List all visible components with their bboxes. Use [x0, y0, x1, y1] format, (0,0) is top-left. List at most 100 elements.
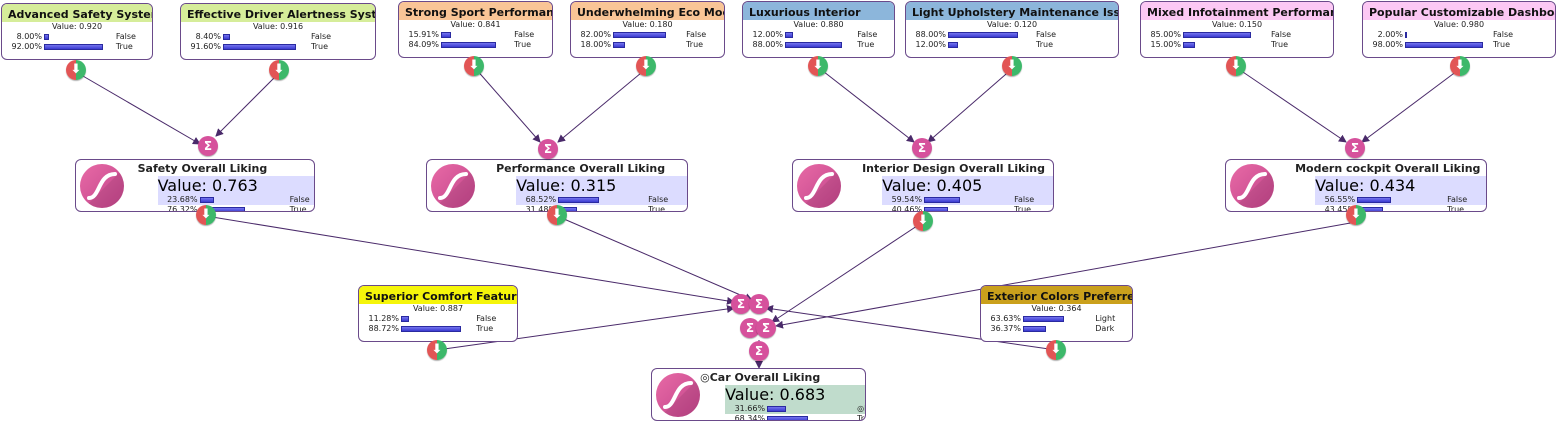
sum-operator-icon: Σ	[756, 318, 776, 338]
evidence-toggle[interactable]: ⬇	[269, 60, 289, 80]
probability-bar	[1183, 42, 1195, 48]
probability-percent: 23.68%	[167, 195, 198, 204]
evidence-toggle[interactable]: ⬇	[1450, 56, 1470, 76]
evidence-toggle[interactable]: ⬇	[636, 56, 656, 76]
sum-operator-icon: Σ	[198, 136, 218, 156]
node-value: Value: 0.434	[1315, 176, 1416, 195]
probability-row: 8.40%False	[181, 32, 375, 42]
node-title: Superior Comfort Features	[359, 286, 517, 304]
arrow-down-icon: ⬇	[273, 62, 285, 77]
probability-bar	[441, 32, 452, 38]
sigmoid-logo-icon	[1230, 164, 1274, 208]
sum-operator-icon: Σ	[731, 294, 751, 314]
state-label: True	[648, 205, 666, 212]
probability-bar	[1357, 197, 1391, 203]
probability-row: 59.54%False	[882, 195, 1053, 205]
probability-row: 11.28% False	[359, 314, 517, 324]
probability-bar	[948, 42, 958, 48]
wire	[215, 71, 281, 137]
probability-bar	[613, 42, 625, 48]
evidence-toggle[interactable]: ⬇	[913, 211, 933, 231]
arrow-down-icon: ⬇	[1050, 342, 1062, 357]
probability-percent: 82.00%	[580, 30, 611, 39]
probability-row: 76.32%True	[158, 205, 314, 211]
probability-percent: 36.37%	[990, 324, 1021, 333]
node-value: Value: 0.887	[359, 304, 517, 314]
node-value: Value: 0.980	[1363, 20, 1555, 30]
state-label: False	[289, 195, 310, 204]
evidence-toggle[interactable]: ⬇	[547, 205, 567, 225]
probability-row: 56.55%False	[1315, 195, 1486, 205]
state-label: False	[1271, 30, 1292, 39]
probability-row: 92.00%True	[2, 42, 152, 52]
probability-percent: 31.48%	[525, 205, 557, 212]
node-title: Mixed Infotainment Performance	[1141, 2, 1333, 20]
node-value: Value: 0.180	[571, 20, 724, 30]
arrow-down-icon: ⬇	[1454, 58, 1466, 73]
node-value: Value: 0.683	[725, 385, 826, 404]
sigmoid-logo-icon	[80, 164, 124, 208]
evidence-toggle[interactable]: ⬇	[66, 60, 86, 80]
probability-percent: 98.00%	[1372, 40, 1403, 49]
probability-percent: 8.40%	[195, 32, 221, 41]
probability-row: 15.91%False	[399, 30, 552, 40]
state-label: False	[476, 314, 497, 323]
probability-row: 88.72%True	[359, 324, 517, 334]
node-value: Value: 0.315	[516, 176, 617, 195]
node-value: Value: 0.150	[1141, 20, 1333, 30]
probability-percent: 18.00%	[580, 40, 611, 49]
evidence-toggle[interactable]: ⬇	[1346, 205, 1366, 225]
node-title: Underwhelming Eco Mode	[571, 2, 724, 20]
arrow-down-icon: ⬇	[1230, 58, 1242, 73]
probability-percent: 11.28%	[368, 314, 399, 323]
state-label: False	[1036, 30, 1057, 39]
wire	[557, 67, 648, 143]
arrow-down-icon: ⬇	[468, 58, 480, 73]
node-value: Value: 0.364	[981, 304, 1132, 314]
probability-row: 36.37%Dark	[981, 324, 1132, 334]
probability-row: 82.00%False	[571, 30, 724, 40]
probability-row: 2.00%False	[1363, 30, 1555, 40]
probability-percent: 15.00%	[1150, 40, 1181, 49]
probability-percent: 43.45%	[1324, 205, 1356, 212]
sum-operator-icon: Σ	[538, 139, 558, 159]
probability-bar	[948, 32, 1019, 38]
sigmoid-logo-icon	[431, 164, 475, 208]
wire	[205, 215, 735, 305]
evidence-toggle[interactable]: ⬇	[196, 205, 216, 225]
wire	[1361, 67, 1462, 143]
probability-row: 18.00%True	[571, 40, 724, 50]
evidence-toggle[interactable]: ⬇	[1226, 56, 1246, 76]
node-value: Value: 0.841	[399, 20, 552, 30]
probability-percent: 85.00%	[1150, 30, 1181, 39]
probability-bar	[785, 42, 842, 48]
evidence-toggle[interactable]: ⬇	[1046, 340, 1066, 360]
probability-row: 85.00% False	[1141, 30, 1333, 40]
wire	[927, 67, 1014, 143]
probability-percent: 84.09%	[408, 40, 439, 49]
evidence-toggle[interactable]: ⬇	[1002, 56, 1022, 76]
arrow-down-icon: ⬇	[1350, 207, 1362, 222]
evidence-toggle[interactable]: ⬇	[808, 56, 828, 76]
sum-operator-icon: Σ	[740, 318, 760, 338]
probability-percent: 63.63%	[990, 314, 1021, 323]
evidence-toggle[interactable]: ⬇	[464, 56, 484, 76]
evidence-toggle[interactable]: ⬇	[427, 340, 447, 360]
